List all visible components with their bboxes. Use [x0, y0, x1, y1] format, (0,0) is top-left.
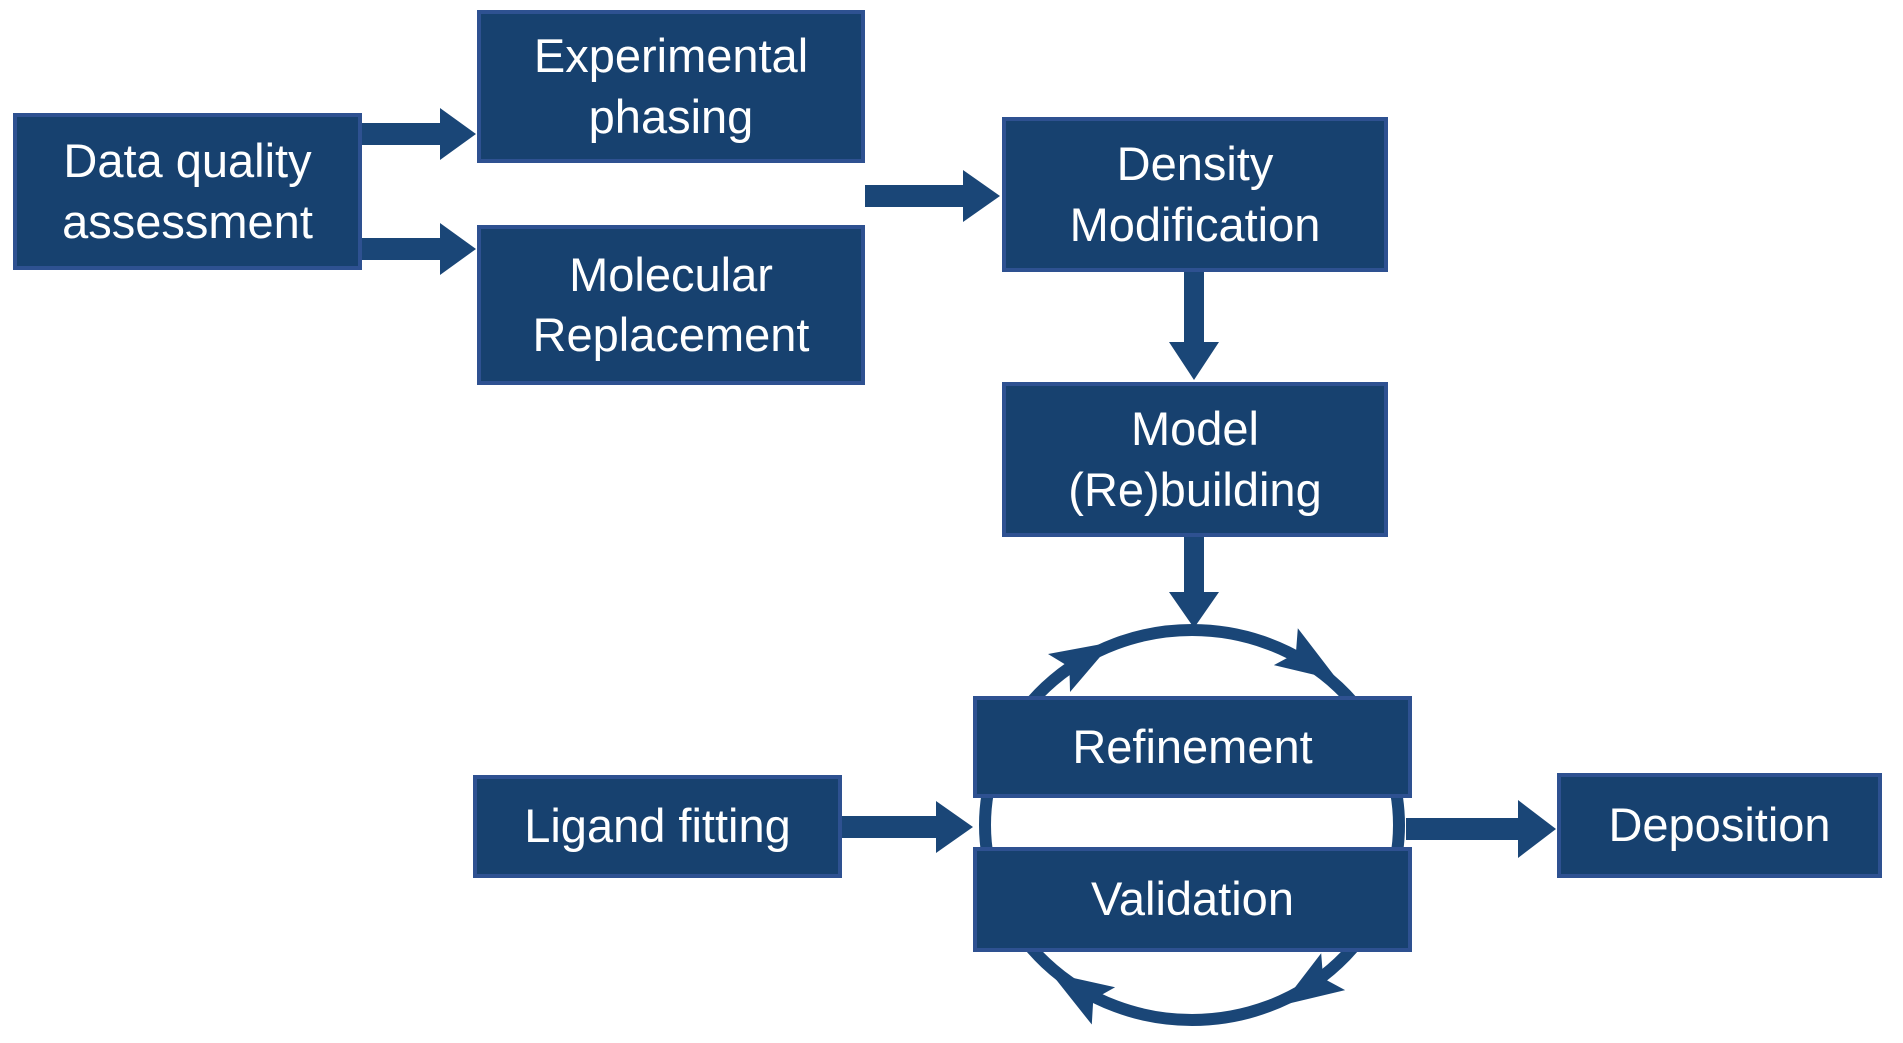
flow-box-density-modification: Density Modification — [1002, 117, 1388, 272]
arrow-phasing-to-density-modification-icon — [865, 170, 1000, 222]
box-label-density-modification: Density Modification — [1069, 137, 1321, 251]
flow-box-molecular-replacement: Molecular Replacement — [477, 225, 865, 385]
flow-box-refinement: Refinement — [973, 696, 1412, 798]
arrow-ligand-fitting-to-cycle-icon — [842, 801, 973, 853]
arrow-density-modification-to-model-rebuilding-icon — [1169, 272, 1219, 380]
flow-box-model-rebuilding: Model (Re)building — [1002, 382, 1388, 537]
box-label-ligand-fitting: Ligand fitting — [524, 799, 791, 853]
box-label-molecular-replacement: Molecular Replacement — [532, 247, 810, 361]
box-label-deposition: Deposition — [1608, 798, 1831, 852]
refinement-validation-cycle-circle — [979, 624, 1405, 1026]
arrow-data-quality-to-experimental-phasing-icon — [362, 108, 476, 160]
box-label-data-quality-assessment: Data quality assessment — [62, 134, 313, 248]
flow-box-deposition: Deposition — [1557, 773, 1882, 878]
box-label-refinement: Refinement — [1072, 719, 1313, 773]
arrow-model-rebuilding-to-cycle-icon — [1169, 537, 1219, 628]
flow-box-experimental-phasing: Experimental phasing — [477, 10, 865, 163]
cycle-arrowhead-bottom-left-icon — [1050, 973, 1116, 1025]
arrow-cycle-to-deposition-icon — [1406, 800, 1556, 858]
box-label-model-rebuilding: Model (Re)building — [1068, 402, 1322, 516]
flow-box-data-quality-assessment: Data quality assessment — [13, 113, 362, 270]
cycle-arrowhead-top-left-icon — [1048, 642, 1113, 693]
cycle-arrowhead-top-right-icon — [1273, 628, 1338, 681]
box-label-validation: Validation — [1091, 872, 1294, 926]
cycle-arrowhead-bottom-right-icon — [1281, 953, 1346, 1006]
box-label-experimental-phasing: Experimental phasing — [533, 29, 809, 143]
flow-box-validation: Validation — [973, 847, 1412, 952]
arrow-data-quality-to-molecular-replacement-icon — [362, 223, 476, 275]
flow-box-ligand-fitting: Ligand fitting — [473, 775, 842, 878]
